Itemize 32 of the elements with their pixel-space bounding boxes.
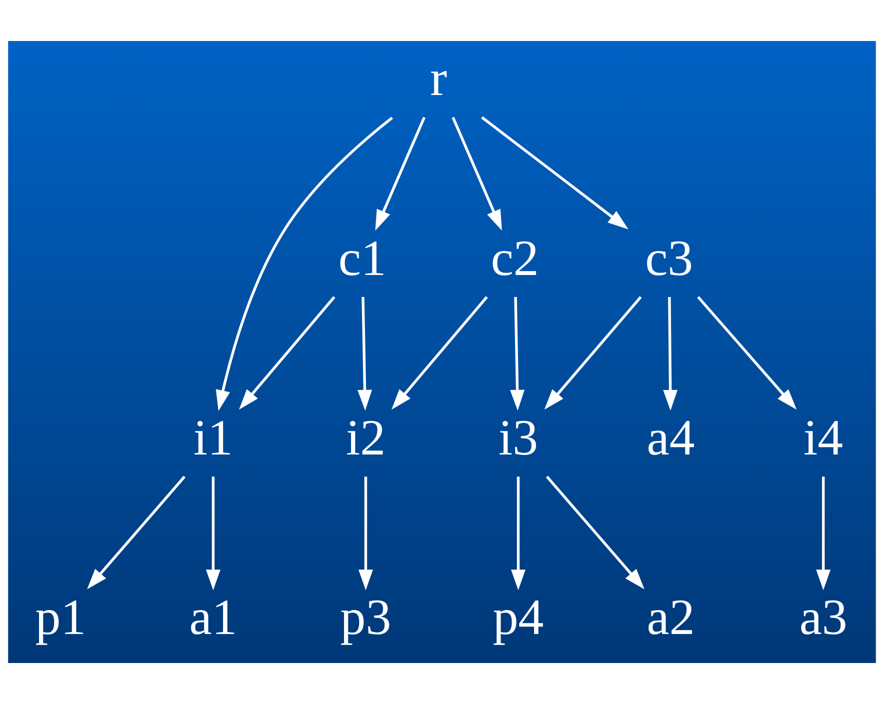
arrow [452,116,502,231]
node-text: p3 [340,589,392,646]
node-text: i3 [498,410,538,466]
node-text: i4 [804,410,844,466]
arrow [392,296,488,410]
node-text: i2 [346,410,386,466]
node-text: c3 [645,230,694,286]
node-text: a1 [189,589,238,646]
node-text: p4 [492,589,544,646]
node-text: a4 [646,410,695,466]
arrow [510,297,525,411]
node-text: i1 [193,410,233,466]
arrow [375,116,426,231]
arrow [239,296,336,410]
node-text: c1 [338,230,386,286]
arrow [358,476,373,590]
arrow [206,476,220,590]
arrow [816,476,831,590]
arrow [481,116,628,230]
arrow [546,476,644,590]
arrow [663,297,678,411]
node-text: a3 [799,589,848,646]
node-text: a2 [646,589,695,646]
node-text: p1 [35,589,86,646]
node-text: r [430,50,448,106]
arrow [697,296,797,410]
arrow [511,476,526,590]
arrow [87,476,186,590]
arrow [216,116,393,411]
arrow [544,296,642,410]
arrow [358,297,372,411]
node-text: c2 [490,230,539,286]
